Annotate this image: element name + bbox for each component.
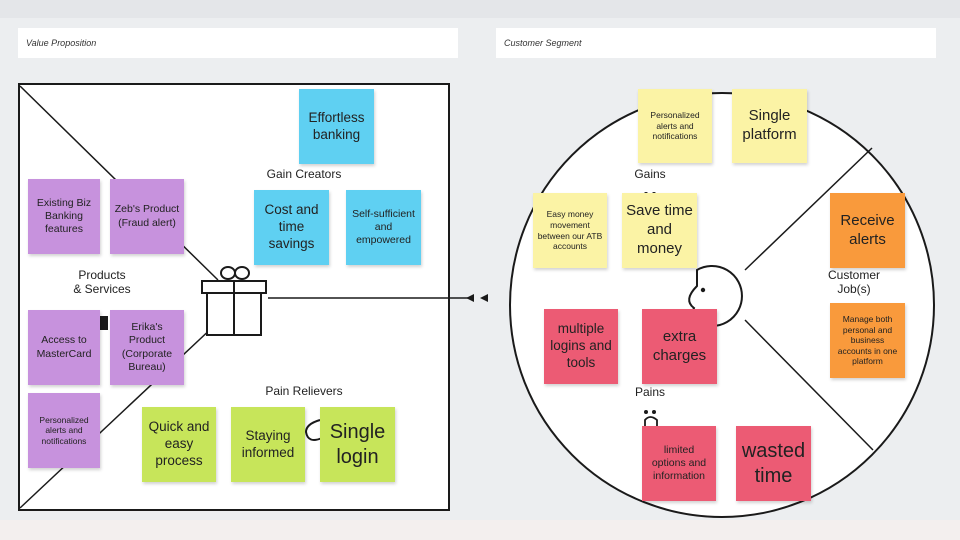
pains-label: Pains (634, 385, 666, 399)
sticky-note[interactable]: Single login (320, 407, 395, 482)
sticky-note[interactable]: Save time and money (622, 193, 697, 268)
sticky-note[interactable]: Effortless banking (299, 89, 374, 164)
sticky-note[interactable]: multiple logins and tools (544, 309, 618, 384)
sticky-note[interactable]: Receive alerts (830, 193, 905, 268)
sticky-note[interactable]: extra charges (642, 309, 717, 384)
sticky-note[interactable]: Zeb's Product (Fraud alert) (110, 179, 184, 254)
sticky-note[interactable]: Erika's Product (Corporate Bureau) (110, 310, 184, 385)
customer-segment-title: Customer Segment (504, 38, 582, 48)
sticky-note[interactable]: Personalized alerts and notifications (28, 393, 100, 468)
customer-jobs-label: Customer Job(s) (827, 268, 880, 297)
sticky-note[interactable]: limited options and information (642, 426, 716, 501)
value-proposition-title: Value Proposition (26, 38, 97, 48)
sticky-note[interactable]: Cost and time savings (254, 190, 329, 265)
gains-label: Gains (634, 167, 666, 181)
sticky-note[interactable]: Easy money movement between our ATB acco… (533, 193, 607, 268)
sticky-note[interactable]: Self-sufficient and empowered (346, 190, 421, 265)
top-band (0, 0, 960, 18)
sticky-note[interactable]: Access to MasterCard (28, 310, 100, 385)
gain-creators-label: Gain Creators (266, 167, 342, 181)
sticky-note[interactable]: wasted time (736, 426, 811, 501)
pain-relievers-label: Pain Relievers (265, 384, 343, 398)
customer-segment-header: Customer Segment (496, 28, 936, 58)
value-proposition-header: Value Proposition (18, 28, 458, 58)
sticky-note[interactable]: Manage both personal and business accoun… (830, 303, 905, 378)
sticky-note[interactable]: Personalized alerts and notifications (638, 89, 712, 163)
sticky-note[interactable]: Quick and easy process (142, 407, 216, 482)
bottom-band (0, 520, 960, 540)
sticky-note[interactable]: Staying informed (231, 407, 305, 482)
sticky-note[interactable]: Existing Biz Banking features (28, 179, 100, 254)
products-services-label: Products & Services (73, 268, 131, 297)
sticky-note[interactable]: Single platform (732, 89, 807, 163)
arrow-left-icon (466, 294, 488, 302)
